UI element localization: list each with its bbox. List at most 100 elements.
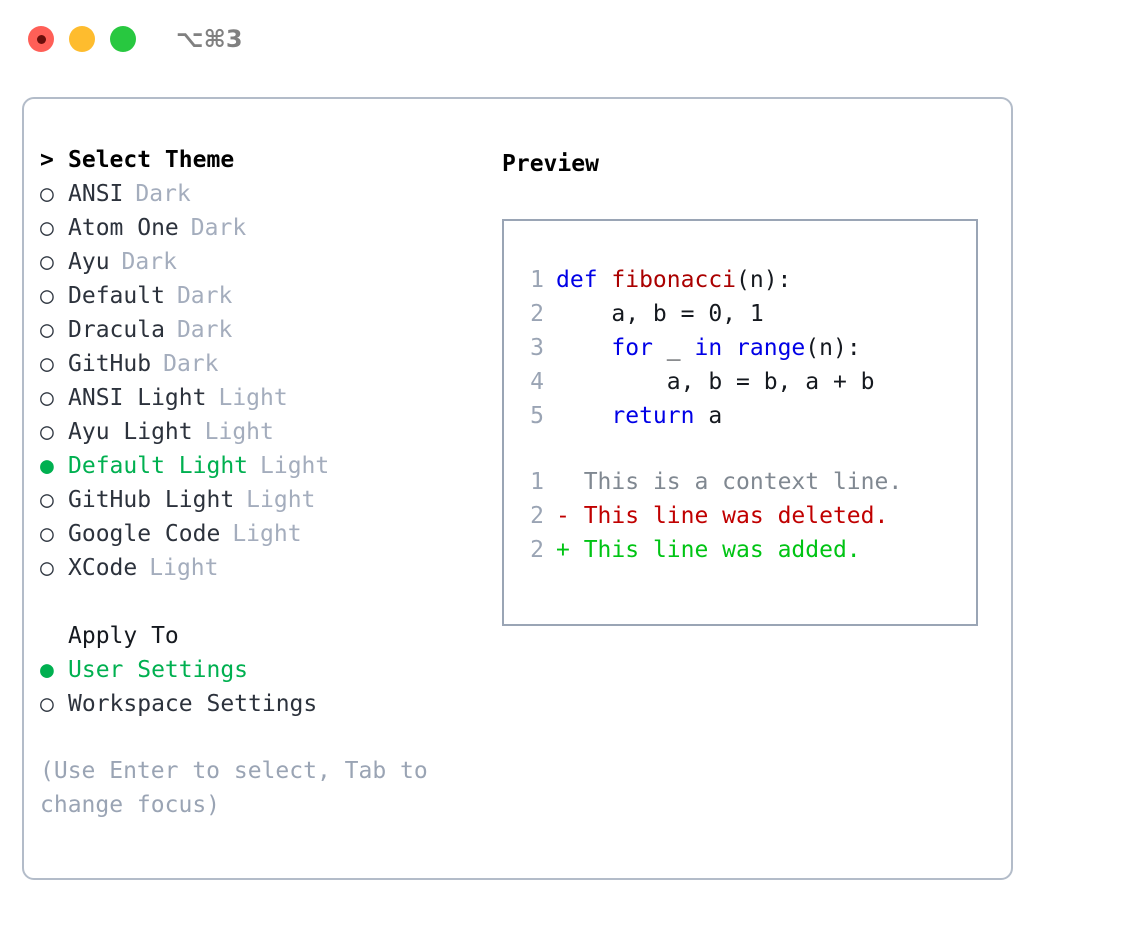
code-line: 1 def fibonacci(n): <box>518 263 970 297</box>
theme-variant-tag: Dark <box>163 351 219 377</box>
theme-name: GitHub Light <box>68 487 235 513</box>
diff-sign: - <box>556 503 570 529</box>
code-token: a <box>708 403 723 429</box>
list-spacer <box>40 589 490 623</box>
code-line: 3 for _ in range(n): <box>518 331 970 365</box>
diff-line: 2 - This line was deleted. <box>518 499 970 533</box>
code-diff-gap <box>518 433 970 465</box>
theme-name: Dracula <box>68 317 165 343</box>
code-token <box>556 403 611 429</box>
code-token: _ <box>666 335 695 361</box>
title-bar: ⌥⌘3 <box>0 0 1140 78</box>
code-line: 5 return a <box>518 399 970 433</box>
diff-sign: + <box>556 537 570 563</box>
radio-unselected-icon[interactable]: ○ <box>40 385 54 411</box>
line-number: 3 <box>530 335 544 361</box>
theme-name: Google Code <box>68 521 221 547</box>
code-token: a, b = b, a + b <box>556 369 875 395</box>
minimize-button[interactable] <box>69 26 95 52</box>
line-number: 5 <box>530 403 544 429</box>
theme-name: ANSI <box>68 181 124 207</box>
radio-unselected-icon[interactable]: ○ <box>40 419 54 445</box>
theme-name: ANSI Light <box>68 385 207 411</box>
theme-list-item[interactable]: ○ Ayu Light Light <box>40 419 490 453</box>
line-number: 2 <box>530 503 544 529</box>
apply-to-option[interactable]: ● User Settings <box>40 657 490 691</box>
theme-list-item[interactable]: ○ GitHub Light Light <box>40 487 490 521</box>
radio-unselected-icon[interactable]: ○ <box>40 555 54 581</box>
code-token: return <box>611 403 709 429</box>
keyboard-hint: (Use Enter to select, Tab to change focu… <box>40 758 442 818</box>
diff-lines-container: 1 This is a context line. 2 - This line wa… <box>518 465 970 567</box>
diff-line-text: - This line was deleted. <box>556 499 888 533</box>
preview-title: Preview <box>502 151 599 177</box>
radio-unselected-icon[interactable]: ○ <box>40 521 54 547</box>
apply-to-options-container: ● User Settings ○Workspace Settings <box>40 657 490 725</box>
theme-variant-tag: Light <box>218 385 288 411</box>
theme-name: Ayu <box>68 249 110 275</box>
radio-selected-icon[interactable]: ● <box>40 453 54 479</box>
theme-name: XCode <box>68 555 138 581</box>
radio-selected-icon[interactable]: ● <box>40 657 54 683</box>
line-number: 1 <box>530 469 544 495</box>
theme-variant-tag: Dark <box>176 283 233 309</box>
keyboard-shortcut-label: ⌥⌘3 <box>176 25 243 53</box>
code-line: 2 a, b = 0, 1 <box>518 297 970 331</box>
theme-variant-tag: Light <box>260 453 330 479</box>
theme-variant-tag: Light <box>204 419 274 445</box>
radio-unselected-icon[interactable]: ○ <box>40 215 54 241</box>
diff-line-text: + This line was added. <box>556 533 861 567</box>
code-token: fibonacci <box>611 267 737 293</box>
radio-unselected-icon[interactable]: ○ <box>40 691 54 717</box>
radio-unselected-icon[interactable]: ○ <box>40 283 54 309</box>
select-theme-title: Select Theme <box>68 147 235 173</box>
line-number: 1 <box>530 267 544 293</box>
apply-to-option[interactable]: ○Workspace Settings <box>40 691 490 725</box>
code-token: in <box>694 335 737 361</box>
code-line-text: def fibonacci(n): <box>556 263 791 297</box>
theme-list-item[interactable]: ○ Default Dark <box>40 283 490 317</box>
apply-to-title: Apply To <box>68 623 179 649</box>
code-line-text: for _ in range(n): <box>556 331 861 365</box>
theme-name: Atom One <box>68 215 179 241</box>
theme-list-item[interactable]: ○ ANSI Light Light <box>40 385 490 419</box>
radio-unselected-icon[interactable]: ○ <box>40 181 54 207</box>
code-line-text: return a <box>556 399 722 433</box>
theme-variant-tag: Dark <box>135 181 191 207</box>
radio-unselected-icon[interactable]: ○ <box>40 487 54 513</box>
code-line-text: a, b = 0, 1 <box>556 297 763 331</box>
radio-unselected-icon[interactable]: ○ <box>40 351 54 377</box>
code-token: for <box>611 335 667 361</box>
radio-unselected-icon[interactable]: ○ <box>40 249 54 275</box>
theme-name: Default <box>68 283 165 309</box>
theme-list-item[interactable]: ○ ANSI Dark <box>40 181 490 215</box>
theme-name: Ayu Light <box>68 419 193 445</box>
theme-variant-tag: Light <box>246 487 316 513</box>
diff-sign <box>556 469 570 495</box>
apply-to-marker-placeholder: ○ <box>40 623 68 649</box>
apply-to-header: ○ Apply To <box>40 623 490 657</box>
theme-variant-tag: Light <box>232 521 302 547</box>
theme-list-item[interactable]: ○ Google Code Light <box>40 521 490 555</box>
code-token: (n): <box>805 335 861 361</box>
apply-to-option-label: User Settings <box>68 657 249 683</box>
zoom-button[interactable] <box>110 26 136 52</box>
code-token: (n): <box>736 267 792 293</box>
diff-text: This is a context line. <box>569 469 903 495</box>
code-token: def <box>556 267 612 293</box>
radio-unselected-icon[interactable]: ○ <box>40 317 54 343</box>
close-button[interactable] <box>28 26 54 52</box>
